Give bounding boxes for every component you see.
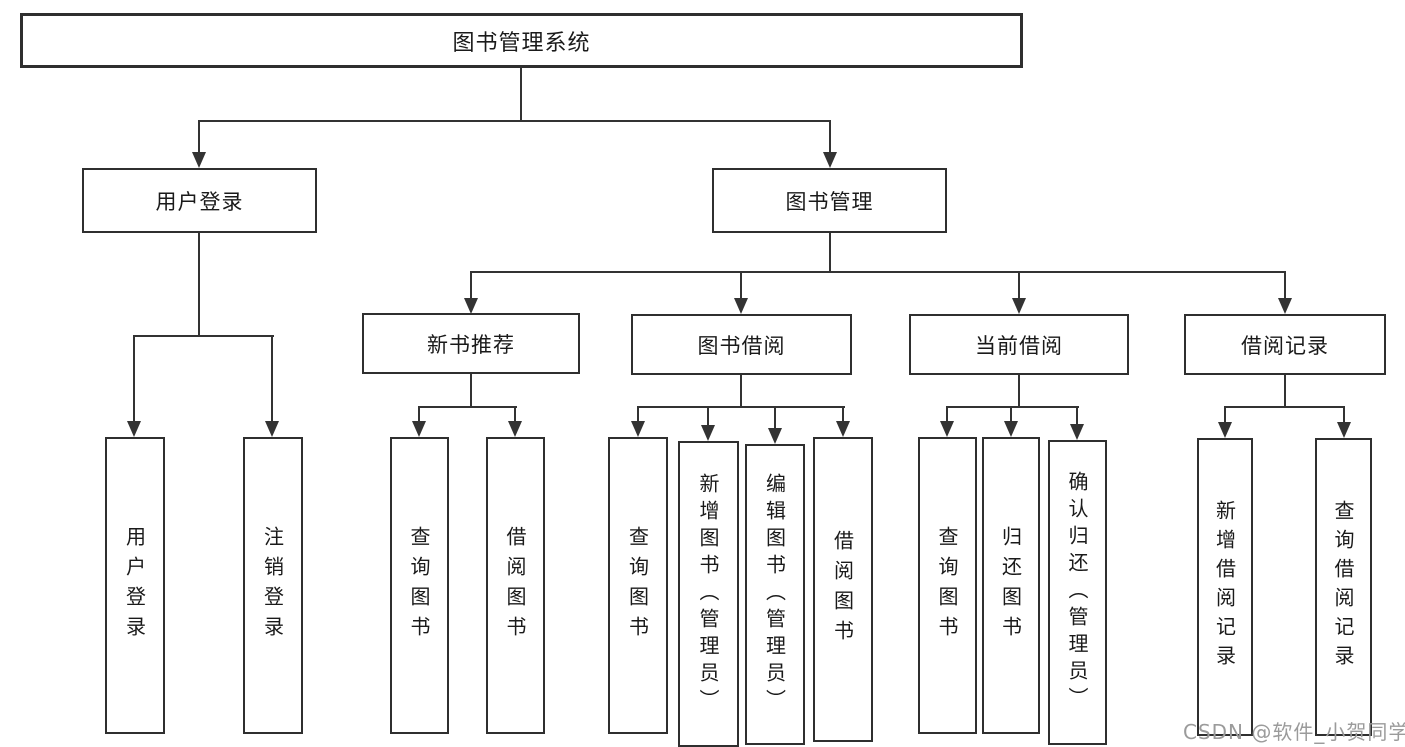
connector-new-book-rec-hbar <box>418 406 517 408</box>
connector-current-borrow-hbar <box>946 406 1079 408</box>
connector-to-bb-edit <box>774 406 776 430</box>
leaf-records-add-record-label: 新增借阅记录 <box>1212 500 1237 674</box>
leaf-borrowing-add-books-admin: 新增图书（管理员） <box>678 441 739 747</box>
node-book-borrowing-label: 图书借阅 <box>697 333 786 358</box>
connector-borrow-record-hbar <box>1224 406 1345 408</box>
arrow-to-user-login <box>192 152 206 168</box>
connector-to-cb-return <box>1010 406 1012 423</box>
leaf-recommend-borrow-books: 借阅图书 <box>486 437 545 734</box>
node-new-book-recommend: 新书推荐 <box>362 313 580 374</box>
leaf-user-login: 用户登录 <box>105 437 165 734</box>
leaf-recommend-query-books-label: 查询图书 <box>407 525 431 646</box>
leaf-borrowing-query-books: 查询图书 <box>608 437 668 734</box>
connector-to-bb-add <box>707 406 709 427</box>
leaf-user-login-label: 用户登录 <box>122 525 147 646</box>
connector-to-bb-borrow <box>842 406 844 423</box>
arrow-to-bb-query <box>631 421 645 437</box>
leaf-current-confirm-return-admin-label: 确认归还（管理员） <box>1065 471 1089 714</box>
connector-root-hbar <box>198 120 831 122</box>
leaf-records-query-record-label: 查询借阅记录 <box>1331 500 1355 674</box>
node-user-login-label: 用户登录 <box>155 189 244 214</box>
leaf-borrowing-edit-books-admin-label: 编辑图书（管理员） <box>762 473 787 716</box>
csdn-watermark: CSDN @软件_小贺同学 <box>1183 720 1405 744</box>
leaf-current-query-books: 查询图书 <box>918 437 977 734</box>
node-book-borrowing: 图书借阅 <box>631 314 852 375</box>
leaf-current-return-books: 归还图书 <box>982 437 1040 734</box>
connector-book-mgmt-hbar <box>470 271 1286 273</box>
connector-to-user-login <box>198 120 200 154</box>
leaf-logout: 注销登录 <box>243 437 303 734</box>
leaf-borrowing-add-books-admin-label: 新增图书（管理员） <box>696 472 720 716</box>
connector-current-borrow-stem <box>1018 375 1020 408</box>
connector-user-login-stem <box>198 233 200 337</box>
leaf-recommend-query-books: 查询图书 <box>390 437 449 734</box>
connector-to-cb-query <box>946 406 948 423</box>
connector-to-book-mgmt <box>829 120 831 154</box>
leaf-borrowing-query-books-label: 查询图书 <box>625 525 650 646</box>
leaf-logout-label: 注销登录 <box>260 525 285 646</box>
leaf-borrowing-edit-books-admin: 编辑图书（管理员） <box>745 444 805 745</box>
arrow-to-bb-add <box>701 425 715 441</box>
leaf-recommend-borrow-books-label: 借阅图书 <box>503 525 527 646</box>
arrow-to-borrow-record <box>1278 298 1292 314</box>
arrow-to-bb-edit <box>768 428 782 444</box>
connector-to-rec-borrow <box>514 406 516 423</box>
leaf-records-query-record: 查询借阅记录 <box>1315 438 1372 736</box>
arrow-to-current-borrow <box>1012 298 1026 314</box>
node-root: 图书管理系统 <box>20 13 1023 68</box>
connector-book-borrow-hbar <box>637 406 845 408</box>
connector-to-br-add <box>1224 406 1226 424</box>
connector-to-current-borrow <box>1018 271 1020 300</box>
arrow-to-cb-query <box>940 421 954 437</box>
node-borrow-records-label: 借阅记录 <box>1241 333 1329 358</box>
node-user-login: 用户登录 <box>82 168 317 233</box>
node-current-borrowing-label: 当前借阅 <box>975 333 1063 358</box>
connector-to-br-query <box>1343 406 1345 424</box>
connector-to-new-book-rec <box>470 271 472 300</box>
arrow-to-br-query <box>1337 422 1351 438</box>
connector-book-mgmt-stem <box>829 233 831 273</box>
arrow-to-login <box>127 421 141 437</box>
leaf-records-add-record: 新增借阅记录 <box>1197 438 1253 736</box>
connector-user-login-hbar <box>133 335 274 337</box>
connector-to-borrow-record <box>1284 271 1286 300</box>
leaf-current-confirm-return-admin: 确认归还（管理员） <box>1048 440 1107 745</box>
leaf-current-return-books-label: 归还图书 <box>998 525 1023 646</box>
arrow-to-new-book-rec <box>464 298 478 314</box>
node-book-management-label: 图书管理 <box>785 189 874 214</box>
connector-to-cb-confirm <box>1076 406 1078 426</box>
arrow-to-br-add <box>1218 422 1232 438</box>
connector-to-rec-query <box>418 406 420 423</box>
arrow-to-book-mgmt <box>823 152 837 168</box>
connector-to-bb-query <box>637 406 639 423</box>
node-book-management: 图书管理 <box>712 168 947 233</box>
leaf-borrowing-borrow-books-label: 借阅图书 <box>830 529 855 650</box>
arrow-to-cb-confirm <box>1070 424 1084 440</box>
connector-book-borrow-stem <box>740 375 742 408</box>
leaf-current-query-books-label: 查询图书 <box>935 525 959 646</box>
connector-to-book-borrow <box>740 271 742 300</box>
arrow-to-bb-borrow <box>836 421 850 437</box>
arrow-to-book-borrow <box>734 298 748 314</box>
arrow-to-logout <box>265 421 279 437</box>
node-new-book-recommend-label: 新书推荐 <box>427 332 515 357</box>
arrow-to-cb-return <box>1004 421 1018 437</box>
node-current-borrowing: 当前借阅 <box>909 314 1129 375</box>
leaf-borrowing-borrow-books: 借阅图书 <box>813 437 873 742</box>
connector-new-book-rec-stem <box>470 374 472 408</box>
arrow-to-rec-query <box>412 421 426 437</box>
connector-to-logout <box>271 335 273 423</box>
node-root-label: 图书管理系统 <box>452 30 591 56</box>
arrow-to-rec-borrow <box>508 421 522 437</box>
connector-root-stem <box>520 68 522 121</box>
node-borrow-records: 借阅记录 <box>1184 314 1386 375</box>
connector-to-login <box>133 335 135 423</box>
connector-borrow-record-stem <box>1284 375 1286 408</box>
